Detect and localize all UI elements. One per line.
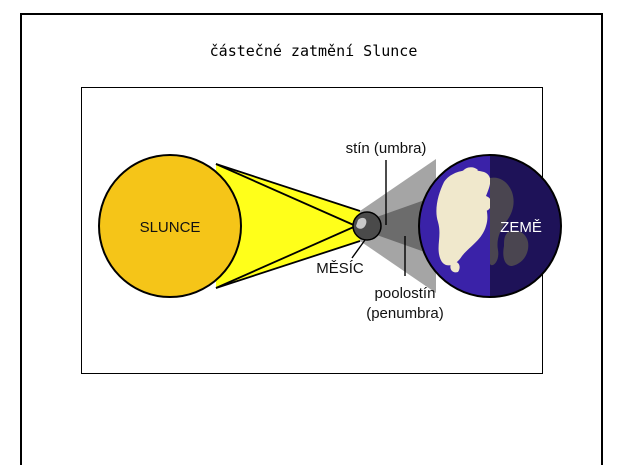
sun-label: SLUNCE [140, 219, 201, 236]
cone-outline-lines [215, 163, 375, 289]
earth-label: ZEMĚ [500, 219, 542, 236]
penumbra-label-line1: poolostín [375, 285, 436, 302]
moon-leader-line [351, 239, 366, 259]
moon-outline [352, 211, 382, 241]
moon-label: MĚSÍC [316, 260, 364, 277]
sunlight-cone [216, 164, 360, 288]
sun-disc [98, 154, 242, 298]
slide-title: částečné zatmění Slunce [209, 42, 418, 60]
moon-globe [353, 212, 381, 240]
penumbra-label-line2: (penumbra) [366, 305, 444, 322]
earth-globe [419, 155, 561, 297]
umbra-label: stín (umbra) [346, 140, 427, 157]
earth-outline [418, 154, 562, 298]
